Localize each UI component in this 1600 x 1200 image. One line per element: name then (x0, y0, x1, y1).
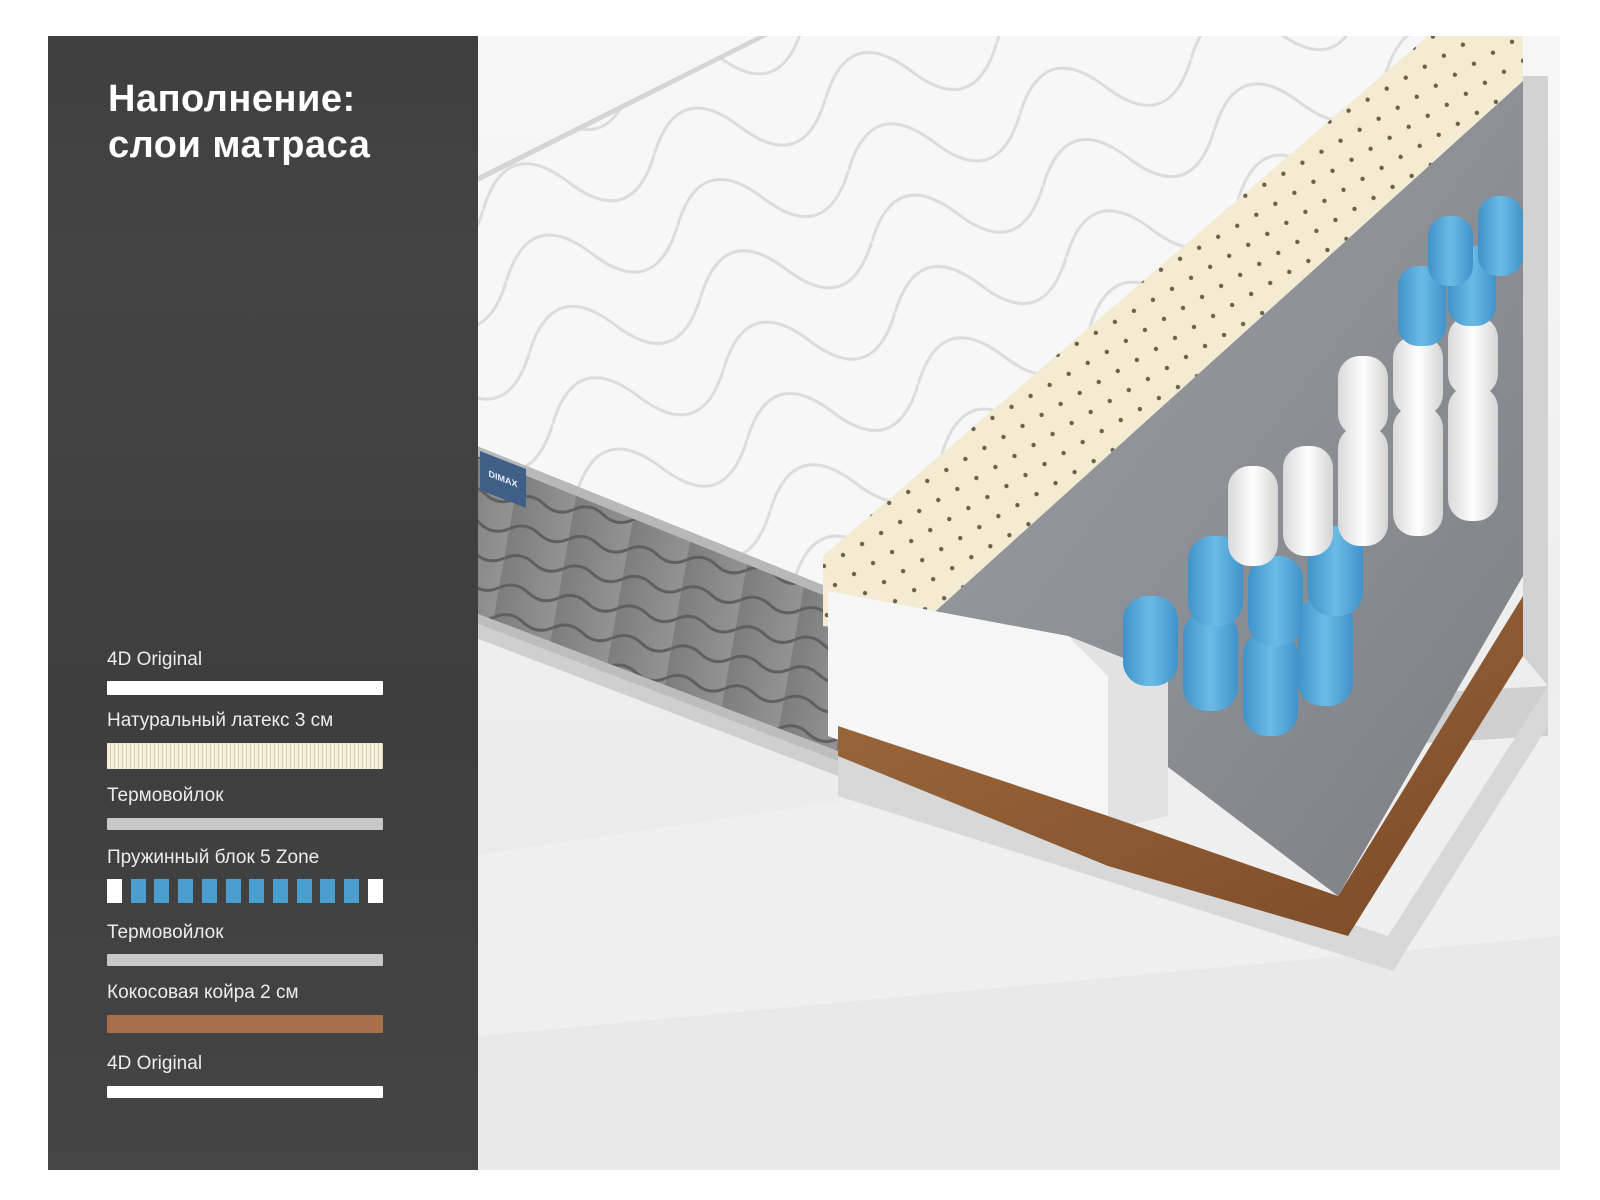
layer-swatch-bottom-cover (107, 1086, 383, 1098)
spring-zone-cell (367, 879, 383, 903)
layer-label-bottom-cover: 4D Original (107, 1053, 203, 1074)
brand-tag (480, 451, 526, 508)
layer-label-top-cover: 4D Original (107, 649, 203, 670)
layer-label-felt-lower: Термовойлок (107, 922, 224, 943)
layer-swatch-latex (107, 743, 383, 769)
layers-info-panel: Наполнение: слои матраса 4D Original Нат… (48, 36, 478, 1170)
page-title: Наполнение: слои матраса (108, 76, 370, 168)
layer-swatch-top-cover (107, 681, 383, 695)
spring-block-white-zone (1228, 316, 1498, 566)
spring-block-blue-zone-front (1123, 526, 1363, 736)
spring-zone-cell (273, 879, 289, 903)
spring-zone-cell (201, 879, 217, 903)
layer-label-felt-upper: Термовойлок (107, 785, 224, 806)
layer-swatch-felt-upper (107, 818, 383, 830)
layer-label-spring-block: Пружинный блок 5 Zone (107, 847, 320, 868)
layer-label-latex: Натуральный латекс 3 см (107, 710, 334, 731)
title-line-1: Наполнение: (108, 78, 356, 120)
spring-zone-cell (249, 879, 265, 903)
spring-zone-cell (320, 879, 336, 903)
layer-label-coconut-coir: Кокосовая койра 2 см (107, 982, 299, 1003)
layer-swatch-spring-block (107, 879, 383, 903)
spring-zone-cell (107, 879, 122, 903)
spring-zone-cell (154, 879, 170, 903)
layer-swatch-coconut-coir (107, 1015, 383, 1033)
title-line-2: слои матраса (108, 124, 371, 166)
spring-block-blue-zone-back (1398, 196, 1523, 346)
spring-zone-cell (130, 879, 146, 903)
spring-zone-cell (225, 879, 241, 903)
spring-zone-cell (178, 879, 194, 903)
spring-zone-cell (296, 879, 312, 903)
spring-zone-cell (344, 879, 360, 903)
product-image-frame: Наполнение: слои матраса 4D Original Нат… (48, 36, 1560, 1170)
layer-swatch-felt-lower (107, 954, 383, 966)
